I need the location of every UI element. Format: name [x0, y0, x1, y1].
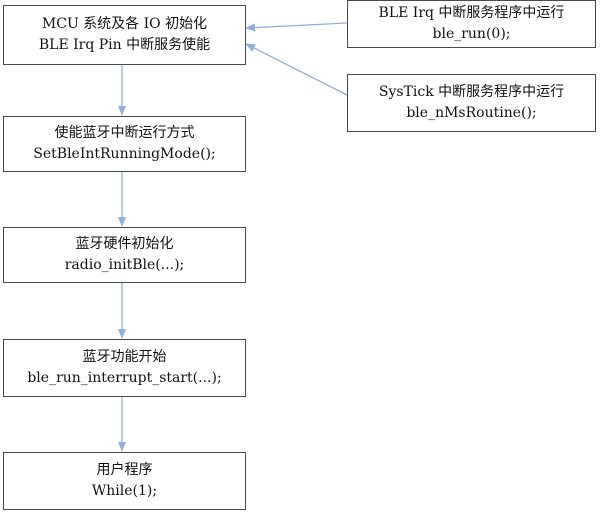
- node-func-start-line1: 蓝牙功能开始: [82, 349, 167, 365]
- node-systick-line1: SysTick 中断服务程序中运行: [378, 84, 565, 100]
- node-ble-irq-line2: ble_run(0);: [432, 26, 511, 42]
- node-user-program: 用户程序 While(1);: [3, 452, 246, 510]
- node-running-mode-line2: SetBleIntRunningMode();: [33, 146, 216, 162]
- arrow-ble-irq-to-init: [245, 22, 348, 32]
- node-user-program-line2: While(1);: [91, 483, 158, 499]
- node-mcu-init-line2: BLE Irq Pin 中断服务使能: [38, 37, 211, 53]
- node-mcu-init: MCU 系统及各 IO 初始化 BLE Irq Pin 中断服务使能: [3, 5, 246, 65]
- node-hw-init-line2: radio_initBle(...);: [64, 257, 185, 273]
- node-systick-line2: ble_nMsRoutine();: [406, 105, 537, 121]
- node-hw-init-line1: 蓝牙硬件初始化: [75, 236, 174, 252]
- node-running-mode-line1: 使能蓝牙中断运行方式: [54, 125, 195, 141]
- node-mcu-init-line1: MCU 系统及各 IO 初始化: [41, 16, 208, 32]
- arrow-systick-to-init: [245, 43, 348, 96]
- node-running-mode: 使能蓝牙中断运行方式 SetBleIntRunningMode();: [3, 116, 246, 172]
- node-func-start: 蓝牙功能开始 ble_run_interrupt_start(...);: [3, 339, 246, 397]
- node-user-program-line1: 用户程序: [96, 462, 153, 478]
- node-ble-irq-line1: BLE Irq 中断服务程序中运行: [378, 5, 565, 21]
- node-ble-irq: BLE Irq 中断服务程序中运行 ble_run(0);: [347, 0, 596, 48]
- node-func-start-line2: ble_run_interrupt_start(...);: [27, 370, 222, 386]
- node-systick: SysTick 中断服务程序中运行 ble_nMsRoutine();: [347, 74, 596, 132]
- node-hw-init: 蓝牙硬件初始化 radio_initBle(...);: [3, 227, 246, 283]
